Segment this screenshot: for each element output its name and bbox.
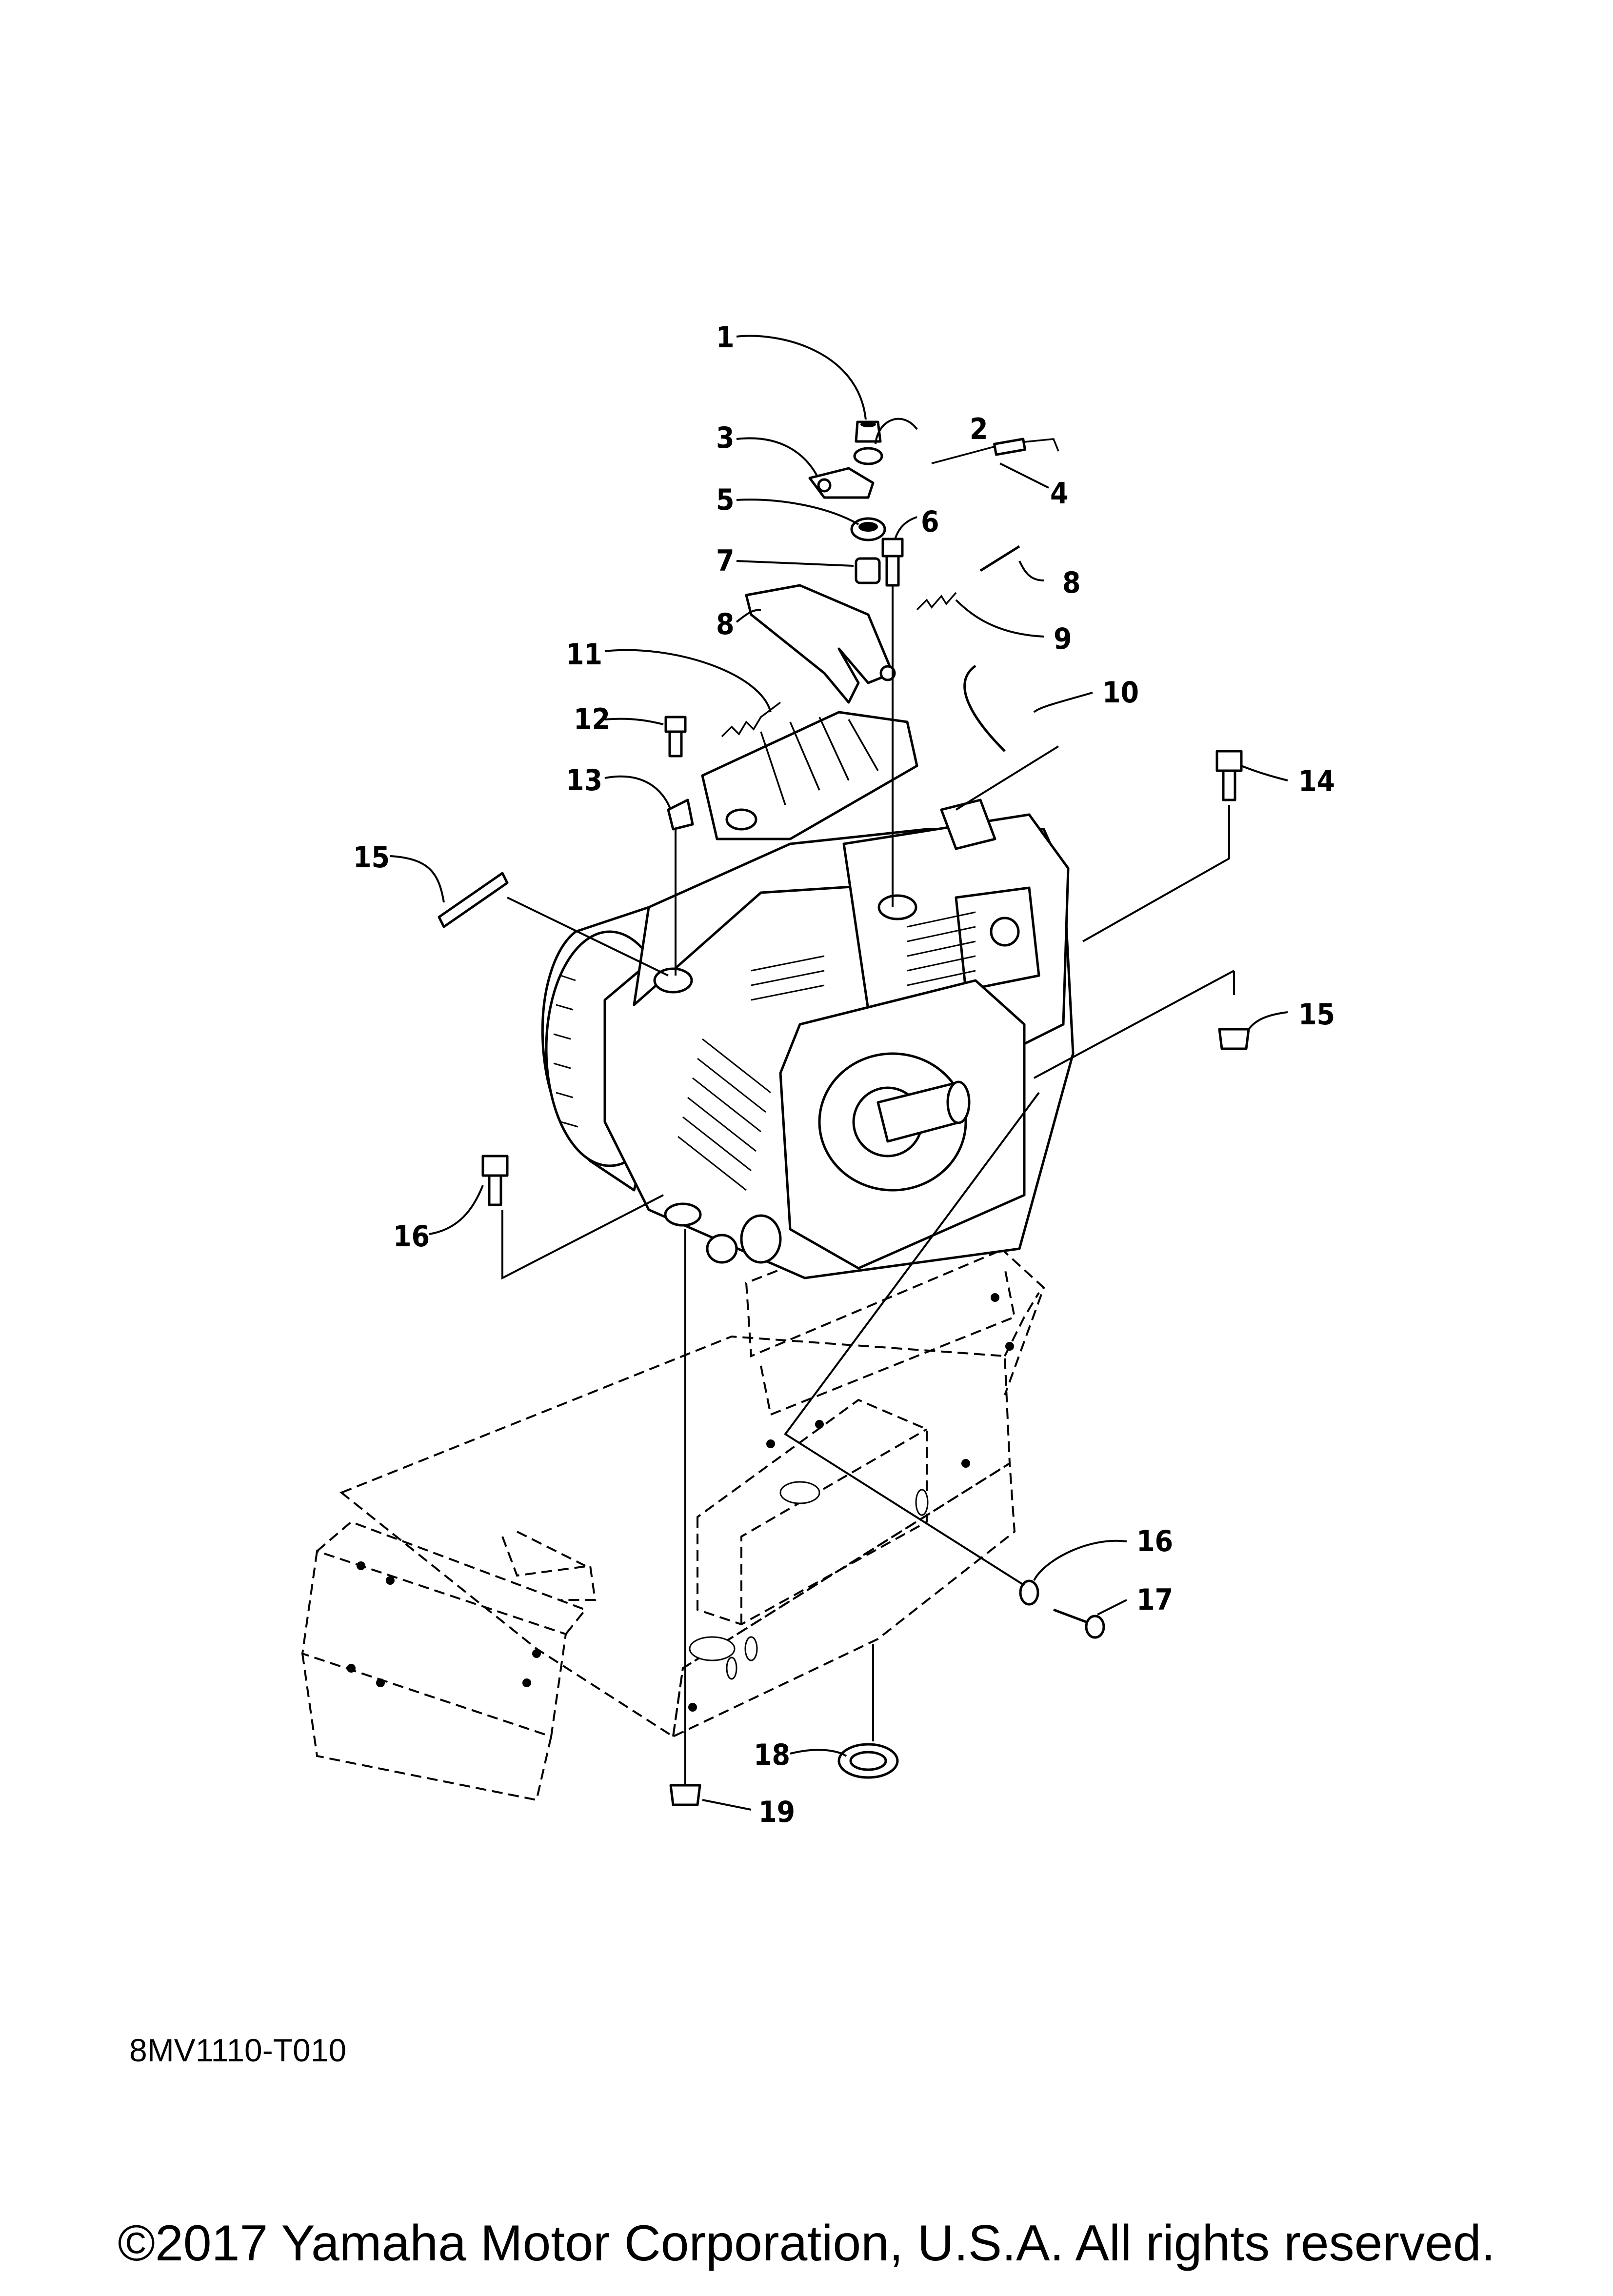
callout-15-right: 14 — [1298, 764, 1335, 799]
callout-11: 10 — [1102, 676, 1139, 710]
callout-13: 13 — [566, 763, 602, 798]
nut-16-right — [1218, 1028, 1250, 1050]
diagram-code: 8MV1110-T010 — [129, 2032, 347, 2068]
bushing-2 — [855, 557, 881, 584]
callout-1: 8 — [716, 607, 735, 641]
callout-19: 16 — [1136, 1524, 1173, 1558]
throttle-bracket-1 — [745, 584, 896, 704]
spring-washer-3 — [850, 517, 886, 541]
rod-7 — [931, 438, 1059, 464]
spring-10 — [916, 592, 957, 611]
washer-19 — [1019, 1579, 1039, 1606]
nut-6 — [855, 420, 882, 443]
callout-labels: 1 2 3 4 5 6 7 8 8 9 10 11 12 13 14 15 15… — [353, 320, 1335, 1829]
nut-16-bottom — [669, 1784, 701, 1806]
copyright-notice: ©2017 Yamaha Motor Corporation, U.S.A. A… — [118, 2215, 1495, 2272]
screw-9 — [979, 545, 1020, 572]
callout-2: 7 — [716, 544, 735, 578]
callout-7: 4 — [1050, 477, 1069, 511]
bolt-8-left — [664, 716, 687, 758]
callout-14: 15 — [353, 840, 390, 875]
callout-10: 9 — [1054, 622, 1072, 656]
hose-11 — [963, 664, 1006, 752]
callout-5: 2 — [970, 412, 988, 446]
callout-8-left: 12 — [574, 702, 610, 737]
callout-6: 1 — [716, 320, 735, 355]
callout-16-bottom: 19 — [758, 1795, 795, 1829]
bolt-18 — [1053, 1608, 1105, 1639]
callout-3: 5 — [716, 483, 735, 517]
chassis-frame — [301, 1179, 1045, 1801]
callout-4: 3 — [716, 421, 735, 455]
engine-assembly — [541, 711, 1075, 1279]
bolt-15-left — [481, 1155, 509, 1206]
callout-15-left: 16 — [393, 1219, 430, 1254]
callout-8-top: 6 — [921, 505, 939, 539]
lever-4 — [808, 467, 875, 499]
callout-16-right: 15 — [1298, 998, 1335, 1032]
bracket-13 — [667, 799, 694, 831]
strap-14 — [438, 872, 509, 928]
callout-18: 17 — [1136, 1583, 1173, 1617]
callout-12: 11 — [566, 638, 602, 672]
callout-9: 8 — [1062, 566, 1081, 600]
spring-12 — [721, 701, 781, 738]
leader-lines — [390, 335, 1288, 1811]
bolt-8-top — [881, 538, 904, 587]
bolt-15-right — [1215, 750, 1243, 801]
callout-17: 18 — [754, 1738, 790, 1772]
washer-5 — [853, 447, 883, 465]
grommet-17 — [837, 1743, 899, 1779]
